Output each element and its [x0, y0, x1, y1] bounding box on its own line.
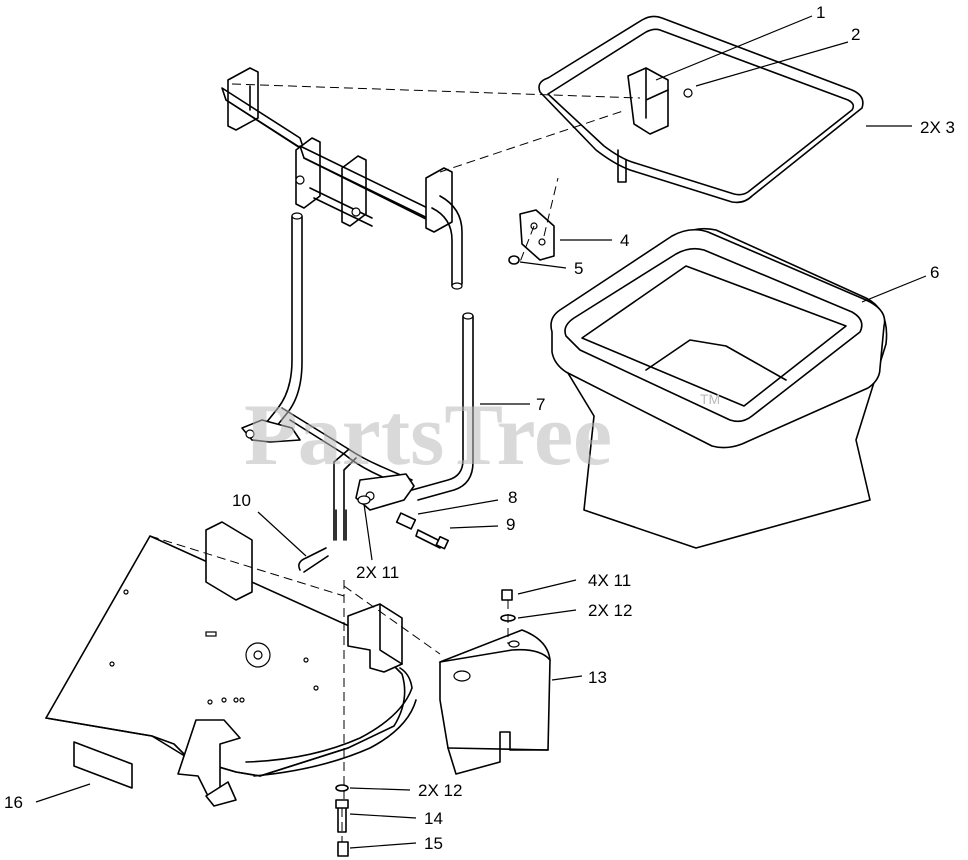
callouts: 1 2 2X 3 4 5 6 7 8 9 10 2X 11 4X 11 2X 1… [4, 3, 955, 853]
callout-2: 2 [851, 25, 860, 44]
callout-11-left: 2X 11 [356, 563, 399, 582]
frame-hardware [298, 495, 450, 573]
callout-9: 9 [506, 515, 515, 534]
watermark: PartsTree TM [244, 387, 720, 484]
grass-bag [550, 227, 888, 549]
chute-cover [439, 629, 551, 775]
callout-11-right: 4X 11 [588, 571, 631, 590]
callout-15: 15 [424, 834, 443, 853]
chute-bracket [347, 603, 403, 673]
callout-7: 7 [536, 395, 545, 414]
callout-13: 13 [588, 668, 607, 687]
frame-tube-left [241, 212, 303, 443]
watermark-text: PartsTree [244, 387, 612, 484]
callout-8: 8 [508, 488, 517, 507]
bag-frame [538, 15, 864, 204]
deck-plate [45, 521, 417, 807]
callout-5: 5 [574, 259, 583, 278]
leader-lines [35, 15, 927, 849]
callout-16: 16 [4, 793, 23, 812]
frame-tube-upper-right [431, 195, 463, 290]
watermark-trademark: TM [700, 391, 720, 407]
mounting-bracket [221, 67, 453, 233]
callout-4: 4 [620, 231, 629, 250]
bag-bracket [508, 209, 555, 265]
callout-14: 14 [424, 809, 443, 828]
alignment-lines [149, 83, 641, 842]
callout-12-lower: 2X 12 [418, 781, 462, 800]
handle-frame [281, 312, 474, 541]
callout-1: 1 [816, 3, 825, 22]
callout-6: 6 [930, 263, 939, 282]
decal [73, 741, 133, 789]
callout-3: 2X 3 [920, 118, 955, 137]
callout-10: 10 [232, 491, 251, 510]
callout-12-upper: 2X 12 [588, 601, 632, 620]
